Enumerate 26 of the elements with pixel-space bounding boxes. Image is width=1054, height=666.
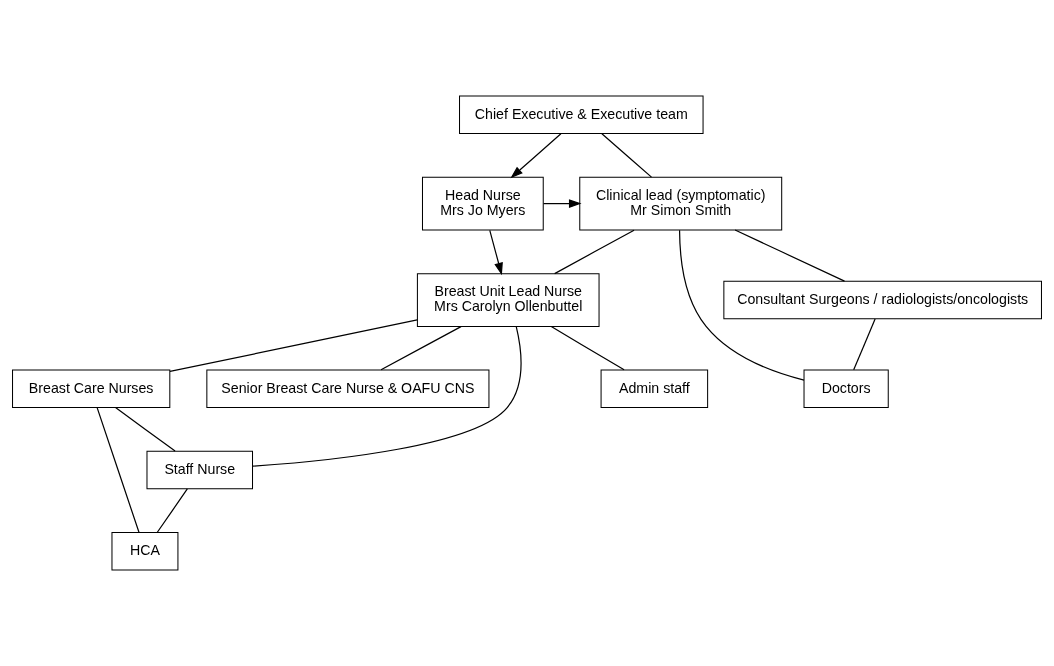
connector: [169, 319, 418, 372]
connector: [114, 406, 176, 452]
node-box: Head Nurse Mrs Jo Myers: [421, 176, 544, 231]
connector: [554, 229, 635, 275]
connector: [853, 318, 876, 371]
connector: [156, 488, 188, 533]
node-box: Staff Nurse: [146, 450, 253, 490]
connector: [678, 229, 805, 381]
connector: [380, 326, 462, 371]
arrow: [489, 229, 503, 276]
node-box: Consultant Surgeons / radiologists/oncologists: [723, 280, 1042, 320]
node-box: Senior Breast Care Nurse & OAFU CNS: [206, 369, 490, 409]
arrow: [542, 199, 582, 209]
connector: [734, 229, 846, 282]
connector: [550, 326, 625, 371]
node-box: Admin staff: [600, 369, 709, 409]
node-box: HCA: [111, 531, 179, 571]
node-box: Breast Care Nurses: [12, 369, 171, 409]
node-box: Chief Executive & Executive team: [459, 95, 704, 135]
arrow: [510, 133, 562, 179]
connector: [601, 133, 653, 178]
node-box: Breast Unit Lead Nurse Mrs Carolyn Ollenbuttel: [416, 273, 600, 327]
connector: [96, 406, 140, 533]
node-box: Clinical lead (symptomatic) Mr Simon Smith: [579, 176, 783, 231]
connector: [252, 325, 522, 467]
node-box: Doctors: [803, 369, 889, 409]
